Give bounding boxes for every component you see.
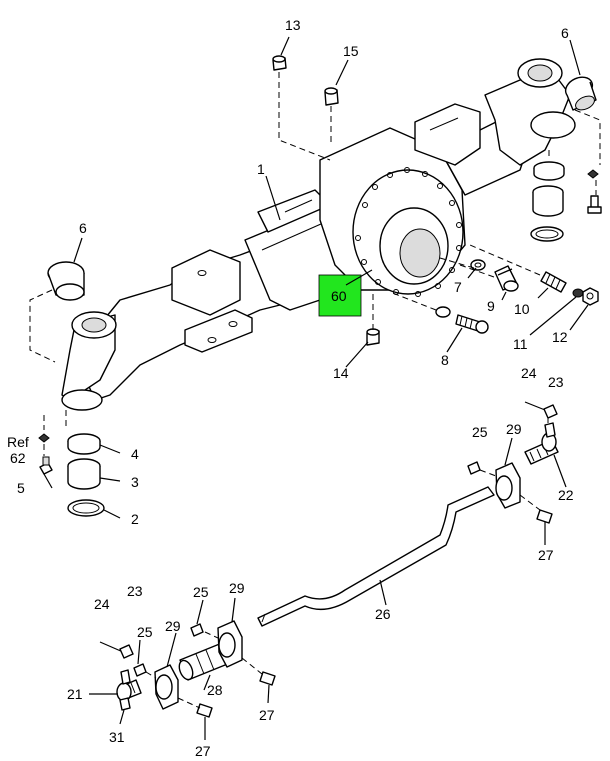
callout-13: 13: [285, 17, 301, 33]
highlight-label: 60: [331, 288, 347, 304]
bushing-6-right: [564, 76, 597, 111]
right-ring: [530, 226, 564, 242]
right-seal: [533, 161, 565, 181]
tie-rod-end-22: [524, 422, 559, 465]
washer-11: [572, 288, 584, 298]
left-knuckle: [61, 311, 117, 411]
callout-7: 7: [454, 279, 462, 295]
assembly-lines: [29, 72, 601, 709]
nut-12: [582, 287, 599, 306]
right-fittings: [587, 169, 602, 214]
fitting-5: [39, 456, 53, 475]
callout-1: 1: [257, 161, 265, 177]
callout-12: 12: [552, 329, 568, 345]
callout-11: 11: [513, 336, 528, 352]
clamp-29-right: [495, 462, 521, 509]
callout-2: 2: [131, 511, 139, 527]
leader-lines: [43, 36, 589, 740]
fasteners-23-24-25: [99, 401, 558, 677]
flange-bolts: [355, 167, 462, 297]
callout-27-mid: 27: [259, 707, 275, 723]
callout-14: 14: [333, 365, 349, 381]
callout-3: 3: [131, 474, 139, 490]
callout-28: 28: [207, 682, 223, 698]
callout-8: 8: [441, 352, 449, 368]
bolts-27: [196, 509, 553, 718]
plug-13: [272, 55, 287, 71]
callout-10: 10: [514, 301, 530, 317]
bolt-9: [494, 265, 519, 292]
washer-7: [470, 259, 486, 271]
callout-31: 31: [109, 729, 125, 745]
callout-23-left: 23: [127, 583, 143, 599]
callout-ref-62: 62: [10, 450, 26, 466]
callout-24-left: 24: [94, 596, 110, 612]
callout-29-left: 29: [165, 618, 181, 634]
callout-5: 5: [17, 480, 25, 496]
bushing-3: [67, 458, 101, 490]
plug-15: [324, 87, 339, 106]
right-bushing: [532, 185, 564, 217]
stud-10: [540, 271, 567, 293]
callout-9: 9: [487, 298, 495, 314]
callout-21: 21: [67, 686, 83, 702]
callout-4: 4: [131, 446, 139, 462]
callout-25-left: 25: [137, 624, 153, 640]
clamp-29-mid: [217, 620, 243, 668]
callout-ref-word: Ref: [7, 434, 29, 450]
callout-25-mid: 25: [193, 584, 209, 600]
callout-27-right: 27: [538, 547, 554, 563]
tie-rod-26: [257, 486, 495, 627]
callout-26: 26: [375, 606, 391, 622]
callout-23-right: 23: [548, 374, 564, 390]
ring-2: [67, 499, 105, 517]
callout-6-right: 6: [561, 25, 569, 41]
callout-25-right: 25: [472, 424, 488, 440]
fitting-62: [38, 433, 50, 443]
axle-beam: [74, 58, 576, 401]
tie-rod-end-21: [116, 669, 142, 711]
callout-labels: 13 15 6 1 6 7 9 10 11 12 8 14 Ref 62 5 4…: [7, 17, 574, 759]
seal-4: [67, 433, 101, 455]
callout-6-left: 6: [79, 220, 87, 236]
bolt-8-assembly: [435, 306, 489, 334]
bushing-6-left: [47, 261, 85, 301]
clamp-29-left: [154, 664, 179, 710]
callout-15: 15: [343, 43, 359, 59]
plug-14: [366, 328, 380, 346]
callout-24-right: 24: [521, 365, 537, 381]
callout-29-right: 29: [506, 421, 522, 437]
callout-29-mid: 29: [229, 580, 245, 596]
callout-22: 22: [558, 487, 574, 503]
callout-27-left: 27: [195, 743, 211, 759]
highlight-callout-60[interactable]: 60: [318, 269, 373, 317]
